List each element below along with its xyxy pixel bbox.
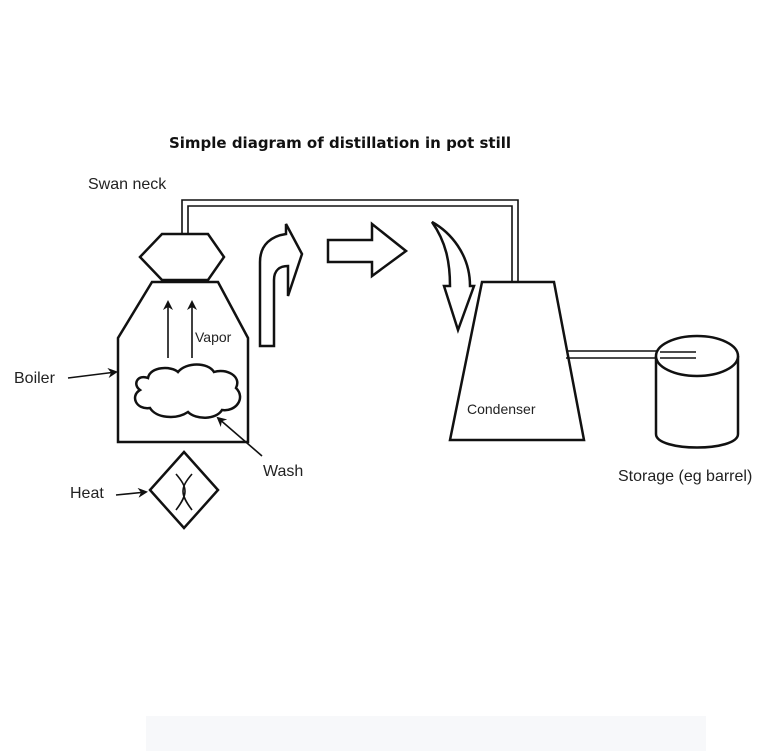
wash-cloud — [133, 363, 242, 419]
heat-element — [148, 450, 220, 530]
storage-barrel — [654, 334, 740, 449]
storage-label: Storage (eg barrel) — [618, 468, 752, 485]
boiler-body — [116, 280, 250, 444]
boiler-label: Boiler — [14, 370, 56, 387]
vapor-descend-arrow — [430, 220, 476, 334]
swan-neck-head — [138, 232, 226, 282]
condenser-label: Condenser — [467, 401, 536, 417]
vapor-label: Vapor — [195, 329, 232, 345]
condenser — [448, 280, 586, 442]
vapor-arrows — [163, 300, 197, 358]
diagram-title: Simple diagram of distillation in pot st… — [169, 134, 511, 152]
swan-neck-pipe — [181, 199, 519, 282]
vapor-rise-arrow — [258, 223, 304, 348]
vapor-travel-arrow — [326, 221, 409, 279]
heat-pointer-arrow — [115, 487, 148, 498]
boiler-pointer-arrow — [67, 368, 118, 379]
bottom-bar — [146, 716, 706, 751]
swan-neck-label: Swan neck — [88, 176, 167, 193]
wash-label: Wash — [263, 463, 303, 480]
heat-label: Heat — [70, 485, 104, 502]
wash-pointer-arrow — [216, 416, 263, 457]
